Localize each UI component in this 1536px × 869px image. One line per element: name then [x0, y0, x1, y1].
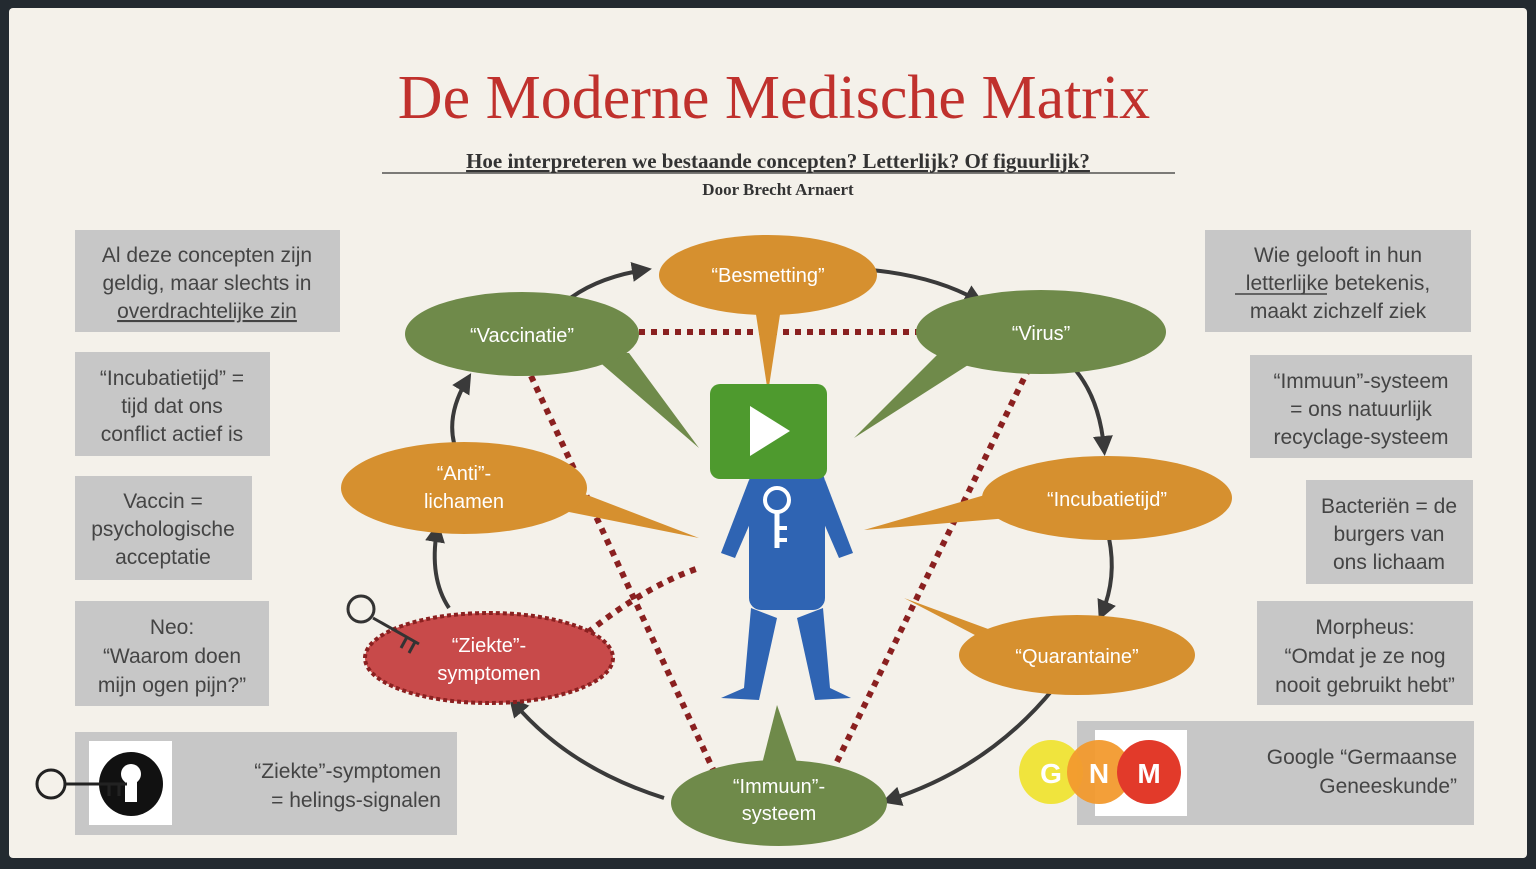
arrow-anti-to-vacc: [450, 373, 472, 444]
svg-text:psychologische: psychologische: [91, 518, 235, 541]
person-figure-icon: [721, 470, 853, 700]
svg-text:= ons natuurlijk: = ons natuurlijk: [1290, 398, 1432, 421]
svg-text:maakt zichzelf ziek: maakt zichzelf ziek: [1250, 300, 1427, 323]
svg-text:conflict actief is: conflict actief is: [101, 423, 243, 446]
svg-text:overdrachtelijke zin: overdrachtelijke zin: [117, 300, 297, 323]
node-besmetting: “Besmetting”: [659, 235, 877, 393]
arrow-quar-to-immuun: [881, 686, 1056, 806]
svg-text:“Ziekte”-symptomen: “Ziekte”-symptomen: [254, 760, 441, 783]
svg-text:nooit gebruikt hebt”: nooit gebruikt hebt”: [1275, 674, 1455, 697]
svg-text:“Anti”-: “Anti”-: [437, 463, 491, 485]
node-quarantaine: “Quarantaine”: [904, 598, 1195, 695]
svg-text:Google “Germaanse: Google “Germaanse: [1267, 746, 1457, 769]
right-box-2: “Immuun”-systeem = ons natuurlijk recycl…: [1250, 355, 1472, 458]
node-incubatietijd: “Incubatietijd”: [864, 456, 1232, 540]
gnm-letter-g: G: [1040, 758, 1062, 789]
node-antilichamen: “Anti”- lichamen: [341, 442, 699, 538]
arrow-virus-to-incub: [1067, 361, 1113, 456]
svg-text:= helings-signalen: = helings-signalen: [271, 789, 441, 812]
svg-text:acceptatie: acceptatie: [115, 546, 211, 569]
gnm-letter-m: M: [1137, 758, 1160, 789]
gnm-logo: G N M: [1019, 740, 1181, 804]
arrow-incub-to-quar: [1097, 537, 1116, 621]
svg-text:mijn ogen pijn?”: mijn ogen pijn?”: [98, 674, 246, 697]
svg-text:ons lichaam: ons lichaam: [1333, 551, 1445, 574]
svg-text:symptomen: symptomen: [437, 663, 540, 685]
play-button[interactable]: [710, 384, 827, 479]
right-box-4: Morpheus: “Omdat je ze nog nooit gebruik…: [1257, 601, 1473, 705]
left-box-3: Vaccin = psychologische acceptatie: [75, 476, 252, 580]
node-vaccinatie: “Vaccinatie”: [405, 292, 699, 448]
svg-text:Bacteriën = de: Bacteriën = de: [1321, 495, 1457, 518]
key-icon: [346, 594, 420, 654]
svg-text:recyclage-systeem: recyclage-systeem: [1273, 426, 1448, 449]
gnm-letter-n: N: [1089, 758, 1109, 789]
diagram-canvas: De Moderne Medische Matrix Hoe interpret…: [35, 64, 1474, 846]
svg-text:burgers van: burgers van: [1334, 523, 1445, 546]
slide-subtitle: Hoe interpreteren we bestaande concepten…: [466, 149, 1090, 173]
svg-text:“Ziekte”-: “Ziekte”-: [452, 635, 526, 657]
node-virus: “Virus”: [854, 290, 1166, 438]
svg-text:Al deze concepten zijn: Al deze concepten zijn: [102, 244, 312, 267]
svg-text:“Immuun”-: “Immuun”-: [733, 776, 825, 798]
slide-frame: De Moderne Medische Matrix Hoe interpret…: [9, 8, 1527, 858]
svg-text:Vaccin =: Vaccin =: [123, 490, 203, 513]
left-box-1: Al deze concepten zijn geldig, maar slec…: [75, 230, 340, 332]
svg-text:letterlijke betekenis,: letterlijke betekenis,: [1246, 272, 1430, 295]
keyhole-icon: [35, 752, 163, 816]
svg-text:“Virus”: “Virus”: [1012, 323, 1071, 345]
slide-author: Door Brecht Arnaert: [702, 180, 854, 199]
svg-text:“Vaccinatie”: “Vaccinatie”: [470, 325, 574, 347]
arrow-ziekte-to-anti: [425, 522, 451, 610]
svg-text:“Quarantaine”: “Quarantaine”: [1015, 646, 1138, 668]
right-box-3: Bacteriën = de burgers van ons lichaam: [1306, 480, 1473, 584]
left-box-2: “Incubatietijd” = tijd dat ons conflict …: [75, 352, 270, 456]
svg-text:geldig, maar slechts in: geldig, maar slechts in: [103, 272, 312, 295]
slide-title: De Moderne Medische Matrix: [398, 64, 1150, 132]
svg-text:tijd dat ons: tijd dat ons: [121, 395, 223, 418]
svg-text:“Immuun”-systeem: “Immuun”-systeem: [1273, 370, 1448, 393]
svg-text:“Waarom doen: “Waarom doen: [103, 645, 241, 668]
arrow-besm-to-virus: [870, 268, 984, 304]
node-immuun-systeem: “Immuun”- systeem: [671, 705, 887, 846]
svg-text:Geneeskunde”: Geneeskunde”: [1319, 775, 1457, 798]
node-ziekte-symptomen: “Ziekte”- symptomen: [363, 611, 615, 705]
svg-text:Wie gelooft in hun: Wie gelooft in hun: [1254, 244, 1422, 267]
svg-text:“Besmetting”: “Besmetting”: [711, 265, 824, 287]
svg-text:“Omdat je ze nog: “Omdat je ze nog: [1284, 645, 1445, 668]
svg-text:“Incubatietijd”: “Incubatietijd”: [1047, 489, 1167, 511]
left-box-4: Neo: “Waarom doen mijn ogen pijn?”: [75, 601, 269, 706]
play-icon: [750, 406, 790, 456]
svg-text:Neo:: Neo:: [150, 616, 194, 639]
arrow-immuun-to-ziekte: [508, 696, 665, 800]
svg-text:Morpheus:: Morpheus:: [1315, 616, 1414, 639]
svg-text:systeem: systeem: [742, 803, 816, 825]
svg-text:lichamen: lichamen: [424, 491, 504, 513]
svg-text:“Incubatietijd” =: “Incubatietijd” =: [100, 367, 244, 390]
right-box-1: Wie gelooft in hun letterlijke betekenis…: [1205, 230, 1471, 332]
